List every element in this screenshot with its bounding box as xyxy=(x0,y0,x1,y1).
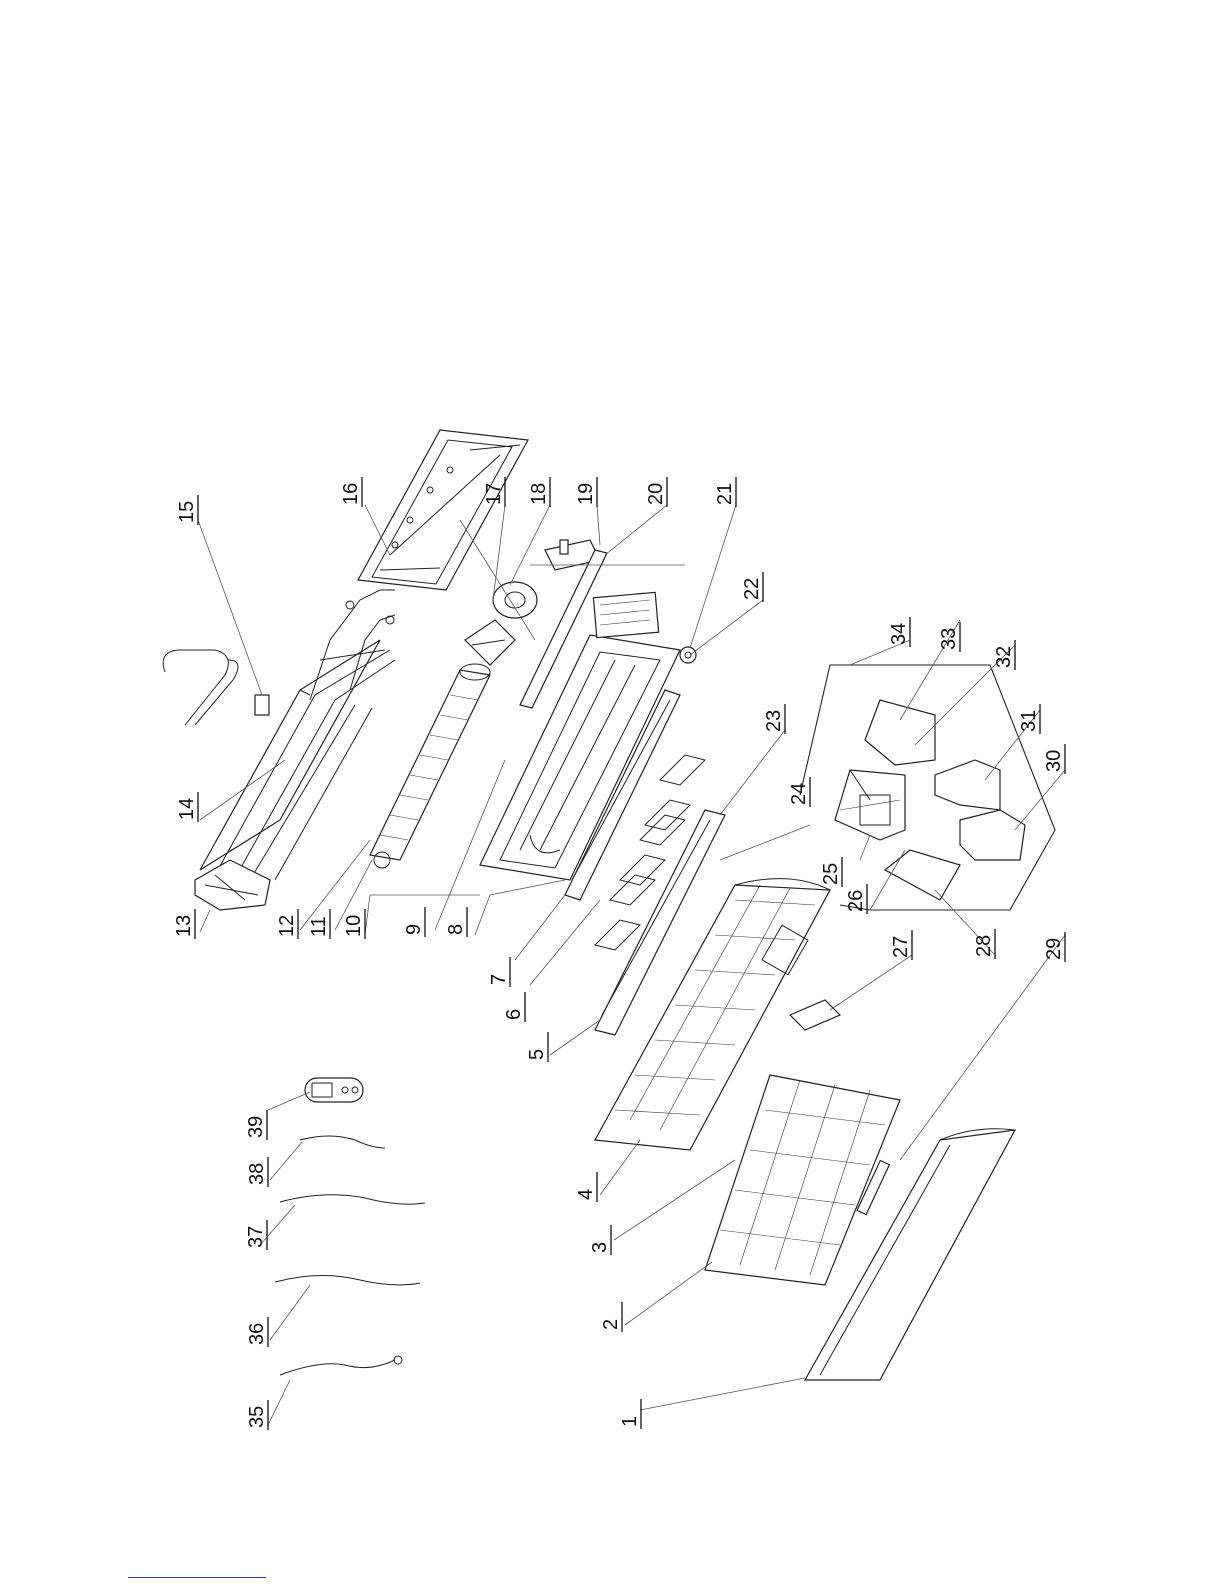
callout-label: 1 xyxy=(619,1416,641,1427)
callout-label: 32 xyxy=(993,646,1015,668)
callout-label: 35 xyxy=(246,1406,268,1428)
cable-37 xyxy=(280,1195,425,1204)
callout-1: 1 xyxy=(619,1399,641,1429)
callout-21: 21 xyxy=(714,477,736,507)
part-stepping-motor xyxy=(680,647,696,663)
part-terminal-cover-31 xyxy=(935,760,1000,810)
callout-label: 15 xyxy=(176,501,198,523)
callout-label: 29 xyxy=(1043,938,1065,960)
callout-14: 14 xyxy=(176,792,198,822)
callout-label: 2 xyxy=(600,1319,622,1330)
part-electric-box-cover xyxy=(865,700,935,765)
callout-39: 39 xyxy=(245,1110,267,1140)
part-connecting-pipe xyxy=(163,650,238,725)
callout-label: 5 xyxy=(526,1049,548,1060)
callout-25: 25 xyxy=(820,857,842,887)
callout-label: 19 xyxy=(575,483,597,505)
callout-24: 24 xyxy=(788,777,810,807)
callout-7: 7 xyxy=(488,957,510,987)
callout-36: 36 xyxy=(246,1317,268,1347)
footer-link-underline[interactable] xyxy=(128,1577,266,1578)
part-cables xyxy=(275,1136,425,1375)
callout-28: 28 xyxy=(973,929,995,959)
callout-label: 38 xyxy=(246,1163,268,1185)
part-sensor-clip xyxy=(255,695,269,715)
callout-label: 20 xyxy=(645,483,667,505)
callout-label: 9 xyxy=(403,924,425,935)
callout-label: 28 xyxy=(973,935,995,957)
callout-label: 17 xyxy=(483,483,505,505)
part-fan-motor xyxy=(465,582,537,665)
part-terminal-cover-30 xyxy=(960,810,1025,860)
callout-label: 12 xyxy=(276,915,298,937)
callout-3: 3 xyxy=(589,1225,611,1255)
callout-label: 39 xyxy=(245,1116,267,1138)
callout-label: 8 xyxy=(445,924,467,935)
callout-22: 22 xyxy=(741,572,763,602)
callout-35: 35 xyxy=(246,1400,268,1430)
callout-label: 21 xyxy=(714,483,736,505)
callout-6: 6 xyxy=(503,992,525,1022)
callout-label: 6 xyxy=(503,1009,525,1020)
part-display-board xyxy=(790,1000,840,1030)
callout-38: 38 xyxy=(246,1157,268,1187)
callout-30: 30 xyxy=(1043,744,1065,774)
cable-38 xyxy=(300,1136,385,1148)
callout-12: 12 xyxy=(276,909,298,939)
callout-label: 14 xyxy=(176,798,198,820)
part-remote-control xyxy=(305,1078,363,1102)
callout-33: 33 xyxy=(938,622,960,652)
callout-label: 37 xyxy=(245,1226,267,1248)
callout-label: 30 xyxy=(1043,750,1065,772)
callout-37: 37 xyxy=(245,1220,267,1250)
callout-9: 9 xyxy=(403,907,425,937)
part-electric-box xyxy=(835,770,905,840)
callout-19: 19 xyxy=(575,477,597,507)
callout-label: 10 xyxy=(343,915,365,937)
callout-label: 7 xyxy=(488,974,510,985)
callout-4: 4 xyxy=(575,1172,597,1202)
callout-32: 32 xyxy=(993,640,1015,670)
part-evaporator-bracket xyxy=(195,860,270,910)
callout-8: 8 xyxy=(445,907,467,937)
part-mounting-plate xyxy=(358,430,528,590)
callout-31: 31 xyxy=(1018,704,1040,734)
callout-29: 29 xyxy=(1043,932,1065,962)
callout-label: 25 xyxy=(820,863,842,885)
callout-20: 20 xyxy=(645,477,667,507)
callout-23: 23 xyxy=(763,704,785,734)
callout-label: 33 xyxy=(938,628,960,650)
callout-label: 31 xyxy=(1018,710,1040,732)
part-cross-flow-fan xyxy=(370,664,490,868)
part-pcb-cover xyxy=(885,850,960,900)
callout-26: 26 xyxy=(845,884,867,914)
callout-label: 3 xyxy=(589,1242,611,1253)
callout-18: 18 xyxy=(528,477,550,507)
callout-5: 5 xyxy=(526,1032,548,1062)
callout-label: 11 xyxy=(308,916,330,937)
callout-label: 22 xyxy=(741,578,763,600)
callout-34: 34 xyxy=(888,617,910,647)
callout-label: 34 xyxy=(888,623,910,645)
callout-label: 26 xyxy=(845,890,867,912)
callout-label: 18 xyxy=(528,483,550,505)
callout-label: 27 xyxy=(890,936,912,958)
callout-label: 36 xyxy=(246,1323,268,1345)
callout-2: 2 xyxy=(600,1302,622,1332)
callout-label: 16 xyxy=(340,483,362,505)
callout-27: 27 xyxy=(890,930,912,960)
cable-35 xyxy=(280,1360,395,1375)
callout-16: 16 xyxy=(340,477,362,507)
part-evaporator xyxy=(200,640,395,880)
callout-15: 15 xyxy=(176,495,198,525)
callout-label: 24 xyxy=(788,783,810,805)
callout-10: 10 xyxy=(343,909,365,939)
callout-label: 4 xyxy=(575,1189,597,1200)
callout-label: 23 xyxy=(763,710,785,732)
callout-13: 13 xyxy=(173,909,195,939)
callout-11: 11 xyxy=(308,909,330,939)
cable-36 xyxy=(275,1275,420,1284)
callout-label: 13 xyxy=(173,915,195,937)
